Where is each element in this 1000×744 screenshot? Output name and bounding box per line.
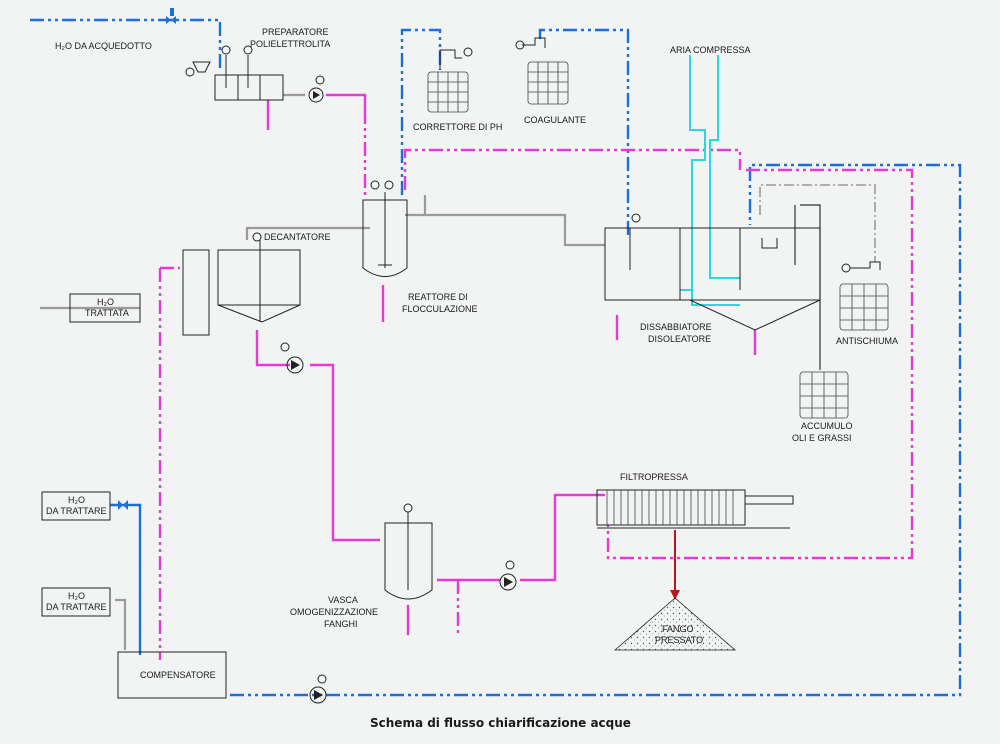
label-h2o-trattare-2: DA TRATTARE bbox=[46, 506, 107, 516]
clarifier-block bbox=[182, 249, 210, 336]
label-compensatore: COMPENSATORE bbox=[140, 670, 216, 680]
label-aria: ARIA COMPRESSA bbox=[670, 45, 751, 55]
label-h2o-acquedotto: H₂O DA ACQUEDOTTO bbox=[55, 41, 152, 51]
filter-press bbox=[596, 489, 794, 529]
label-coagulante: COAGULANTE bbox=[524, 115, 586, 125]
compressed-air-line bbox=[680, 55, 740, 306]
label-dissabbiatore-2: DISOLEATORE bbox=[648, 334, 711, 344]
label-accumulo-2: OLI E GRASSI bbox=[792, 433, 852, 443]
pressed-sludge-pile bbox=[613, 597, 737, 651]
coagulant-tank bbox=[515, 37, 569, 105]
label-dissabbiatore-1: DISSABBIATORE bbox=[640, 322, 712, 332]
label-h2o-trattare-4: DA TRATTARE bbox=[46, 602, 107, 612]
oil-line bbox=[794, 204, 821, 370]
outlet-valve[interactable] bbox=[118, 500, 128, 510]
label-reattore-2: FLOCCULAZIONE bbox=[402, 304, 478, 314]
label-h2o-trattare-3: H₂O bbox=[68, 591, 85, 601]
process-water-line bbox=[40, 93, 876, 650]
diagram-caption: Schema di flusso chiarificazione acque bbox=[370, 716, 631, 730]
label-h2o-trattata-2: TRATTATA bbox=[85, 308, 129, 318]
label-h2o-trattata-1: H₂O bbox=[97, 297, 114, 307]
decanter bbox=[217, 232, 301, 323]
compensator-box bbox=[117, 651, 227, 699]
label-preparatore-1: PREPARATORE bbox=[262, 27, 329, 37]
label-vasca-1: VASCA bbox=[328, 595, 358, 605]
label-preparatore-2: POLIELETTROLITA bbox=[250, 39, 330, 49]
label-filtropressa: FILTROPRESSA bbox=[620, 472, 688, 482]
sludge-arrow bbox=[670, 590, 680, 600]
pump[interactable] bbox=[308, 75, 325, 103]
label-correttore: CORRETTORE DI PH bbox=[413, 122, 502, 132]
label-vasca-3: FANGHI bbox=[324, 619, 358, 629]
label-reattore-1: REATTORE DI bbox=[408, 292, 468, 302]
recirculation-pump[interactable] bbox=[309, 674, 327, 704]
sludge-pump[interactable] bbox=[280, 342, 304, 374]
water-to-treat-box-1 bbox=[41, 491, 111, 521]
label-antischiuma: ANTISCHIUMA bbox=[836, 336, 898, 346]
label-fango-1: FANGO bbox=[662, 624, 694, 634]
water-to-treat-box-2 bbox=[41, 587, 111, 617]
antifoam-tank bbox=[839, 261, 889, 331]
label-accumulo-1: ACCUMULO bbox=[801, 421, 853, 431]
label-h2o-trattare-1: H₂O bbox=[68, 495, 85, 505]
label-vasca-2: OMOGENIZZAZIONE bbox=[290, 607, 378, 617]
polyelectrolyte-line bbox=[158, 93, 914, 660]
polyelectrolyte-preparer bbox=[185, 45, 284, 101]
homogenization-tank bbox=[384, 503, 433, 600]
inlet-valve[interactable] bbox=[166, 8, 176, 24]
ph-corrector-tank bbox=[427, 47, 473, 113]
desander-deoiler bbox=[604, 213, 821, 331]
press-feed-pump[interactable] bbox=[499, 560, 517, 591]
label-fango-2: PRESSATO bbox=[655, 635, 703, 645]
flocculation-reactor bbox=[362, 180, 408, 277]
treated-water-box bbox=[69, 293, 141, 323]
label-decantatore: DECANTATORE bbox=[264, 232, 331, 242]
oil-accumulation-tank bbox=[799, 371, 849, 419]
